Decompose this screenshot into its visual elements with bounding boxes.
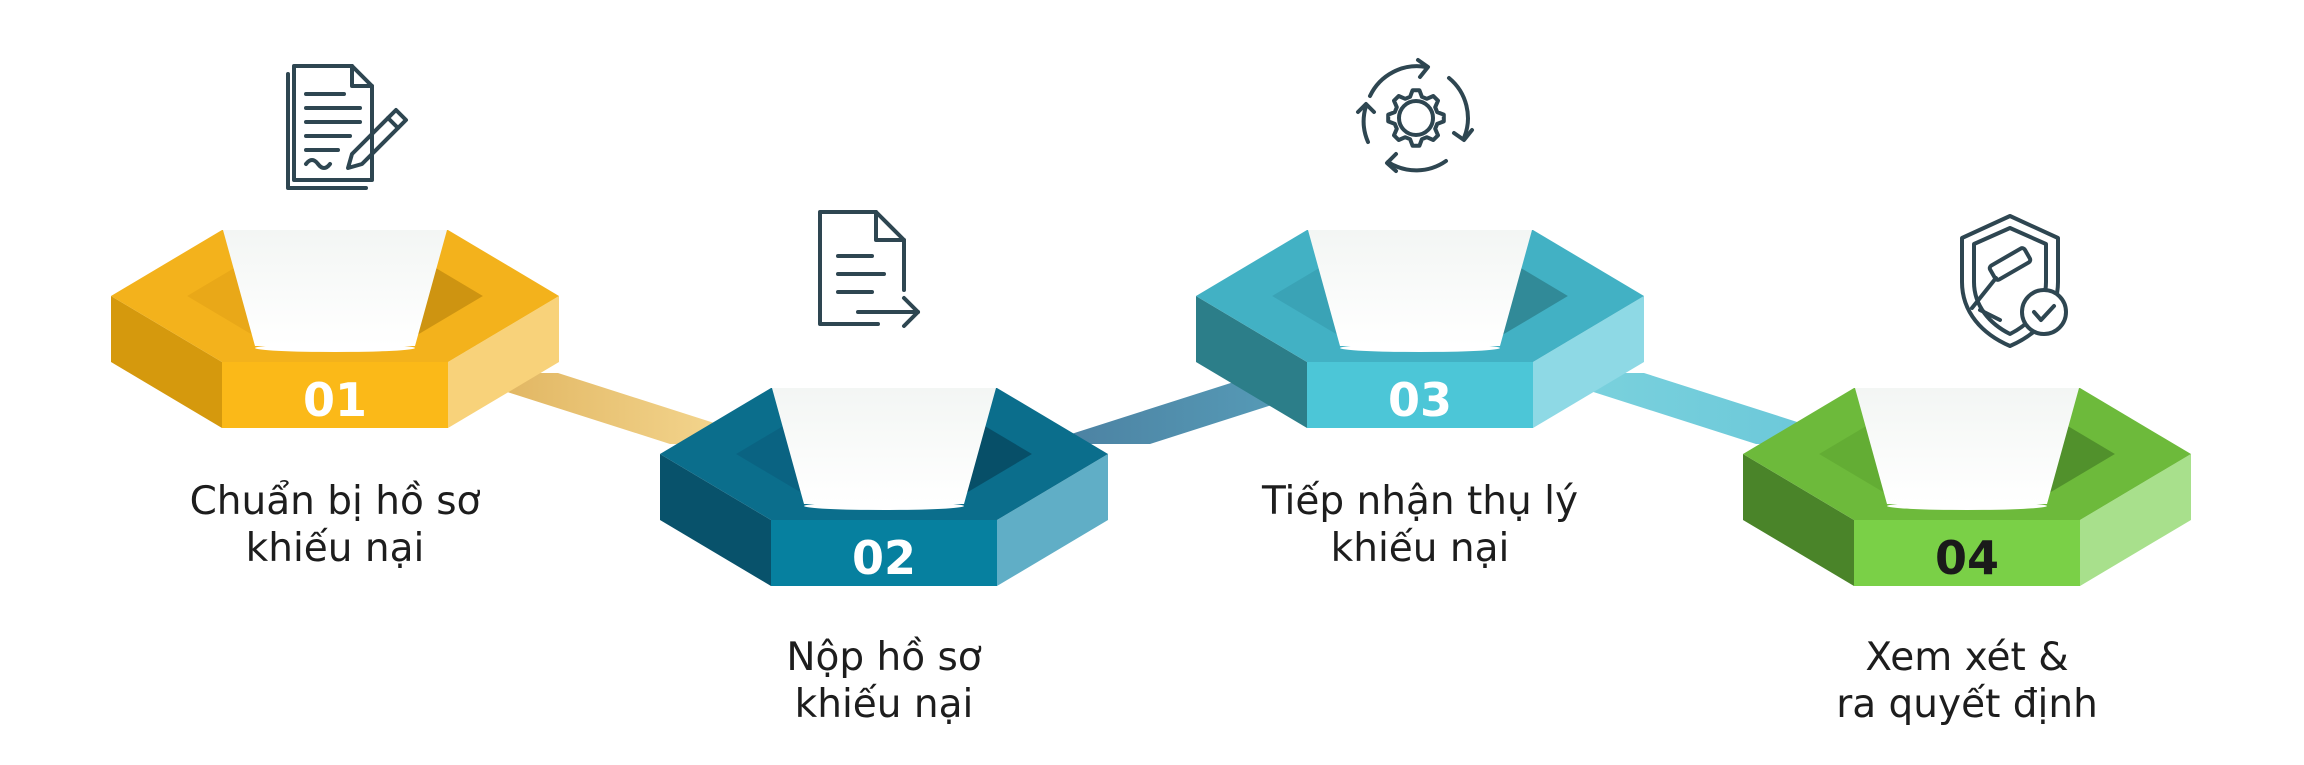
- hex-glow-base: [804, 502, 964, 510]
- step-02-number: 02: [852, 531, 916, 585]
- gavel-shield-icon: [1960, 214, 2068, 348]
- step-label-line: Nộp hồ sơ: [786, 635, 982, 680]
- hex-left-face: [1743, 454, 1854, 586]
- hex-front-face: [1854, 520, 2080, 586]
- step-connectors: [448, 373, 1866, 444]
- step-01-block: 01: [111, 230, 559, 428]
- step-01-number: 01: [303, 373, 367, 427]
- hex-right-face: [2080, 454, 2191, 586]
- step-02-block: 02: [660, 388, 1108, 586]
- document-edit-icon: [286, 64, 408, 190]
- hex-front-face: [771, 520, 997, 586]
- step-label-line: ra quyết định: [1836, 682, 2098, 727]
- step-label-line: khiếu nại: [1330, 526, 1510, 571]
- hex-left-face: [111, 296, 222, 428]
- connector-01-02: [448, 373, 780, 444]
- hex-light-glow: [223, 230, 447, 346]
- hex-glow-base: [1887, 502, 2047, 510]
- step-04-number: 04: [1935, 531, 1999, 585]
- hex-front-face: [1307, 362, 1533, 428]
- hex-light-glow: [772, 388, 996, 504]
- hex-right-face: [448, 296, 559, 428]
- step-03-block: 03: [1196, 230, 1644, 428]
- hex-front-face: [222, 362, 448, 428]
- hex-right-face: [997, 454, 1108, 586]
- hex-left-face: [660, 454, 771, 586]
- step-label-line: khiếu nại: [245, 526, 425, 571]
- step-label-line: Tiếp nhận thụ lý: [1261, 479, 1579, 524]
- hex-glow-base: [255, 344, 415, 352]
- hex-light-glow: [1855, 388, 2079, 504]
- step-04-label: Xem xét &ra quyết định: [1707, 634, 2227, 728]
- step-label-line: Chuẩn bị hồ sơ: [189, 479, 481, 524]
- hex-glow-base: [1340, 344, 1500, 352]
- connector-03-04: [1534, 373, 1866, 444]
- hex-right-face: [1533, 296, 1644, 428]
- step-03-number: 03: [1388, 373, 1452, 427]
- file-export-icon: [818, 210, 920, 328]
- step-label-line: khiếu nại: [794, 682, 974, 727]
- step-label-line: Xem xét &: [1865, 635, 2069, 680]
- hex-light-glow: [1308, 230, 1532, 346]
- step-04-block: 04: [1743, 388, 2191, 586]
- gear-cycle-icon: [1356, 58, 1474, 173]
- hex-left-face: [1196, 296, 1307, 428]
